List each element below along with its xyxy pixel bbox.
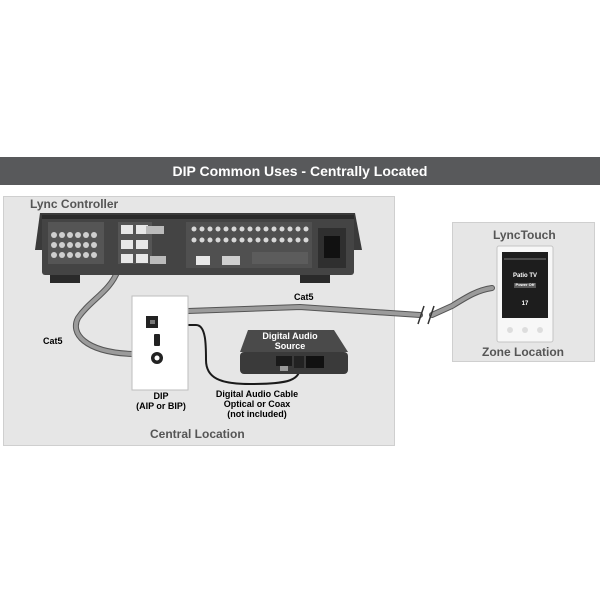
lync-controller-label: Lync Controller: [30, 197, 119, 211]
digital-audio-cable: [160, 324, 301, 386]
lynctouch-screen-button: Power Off: [515, 282, 535, 287]
dip-label-line1: DIP: [153, 391, 169, 401]
digital-cable-line3: (not included): [227, 409, 287, 419]
central-location-label: Central Location: [150, 427, 245, 441]
dip-label: DIP (AIP or BIP): [130, 391, 192, 411]
dip-label-line2: (AIP or BIP): [136, 401, 186, 411]
digital-cable-line1: Digital Audio Cable: [215, 389, 299, 399]
digital-audio-cable-label: Digital Audio Cable Optical or Coax (not…: [208, 389, 306, 419]
diagram-title: DIP Common Uses - Centrally Located: [0, 157, 600, 185]
zone-location-label: Zone Location: [482, 345, 564, 359]
lync-controller-device: [35, 213, 362, 283]
cat5-top-label: Cat5: [294, 292, 314, 302]
lynctouch-screen-number: 17: [521, 301, 529, 307]
digital-cable-line2: Optical or Coax: [223, 399, 291, 409]
digital-audio-source-label: Digital Audio Source: [248, 331, 332, 351]
lynctouch-label: LyncTouch: [493, 228, 556, 242]
audio-source-line1: Digital Audio: [262, 331, 318, 341]
lynctouch-screen-title: Patio TV: [512, 273, 537, 279]
lynctouch-device: [496, 245, 554, 343]
cat5-left-label: Cat5: [43, 336, 63, 346]
digital-audio-source-device: [240, 330, 348, 374]
audio-source-line2: Source: [274, 341, 306, 351]
dip-wall-plate: [131, 295, 189, 391]
